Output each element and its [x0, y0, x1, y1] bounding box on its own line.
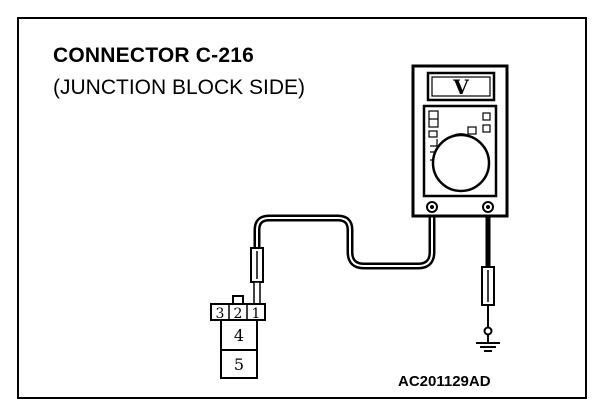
meter-display-label: V	[452, 75, 469, 99]
connector-c216: 3 2 1 4 5	[210, 295, 266, 379]
terminal-label: 5	[234, 355, 244, 374]
diagram-title: CONNECTOR C-216	[53, 44, 254, 67]
terminal-label: 4	[234, 326, 244, 345]
terminal-label: 2	[234, 306, 243, 322]
ground-symbol-icon	[476, 342, 500, 352]
voltmeter-icon: V	[411, 64, 509, 218]
ground-probe	[481, 266, 495, 342]
terminal-label: 1	[252, 306, 261, 322]
test-probe	[250, 247, 264, 305]
terminal-label: 3	[216, 306, 225, 322]
range-dial	[431, 133, 491, 193]
figure-code: AC201129AD	[398, 373, 491, 390]
diagram-subtitle: (JUNCTION BLOCK SIDE)	[53, 76, 306, 99]
